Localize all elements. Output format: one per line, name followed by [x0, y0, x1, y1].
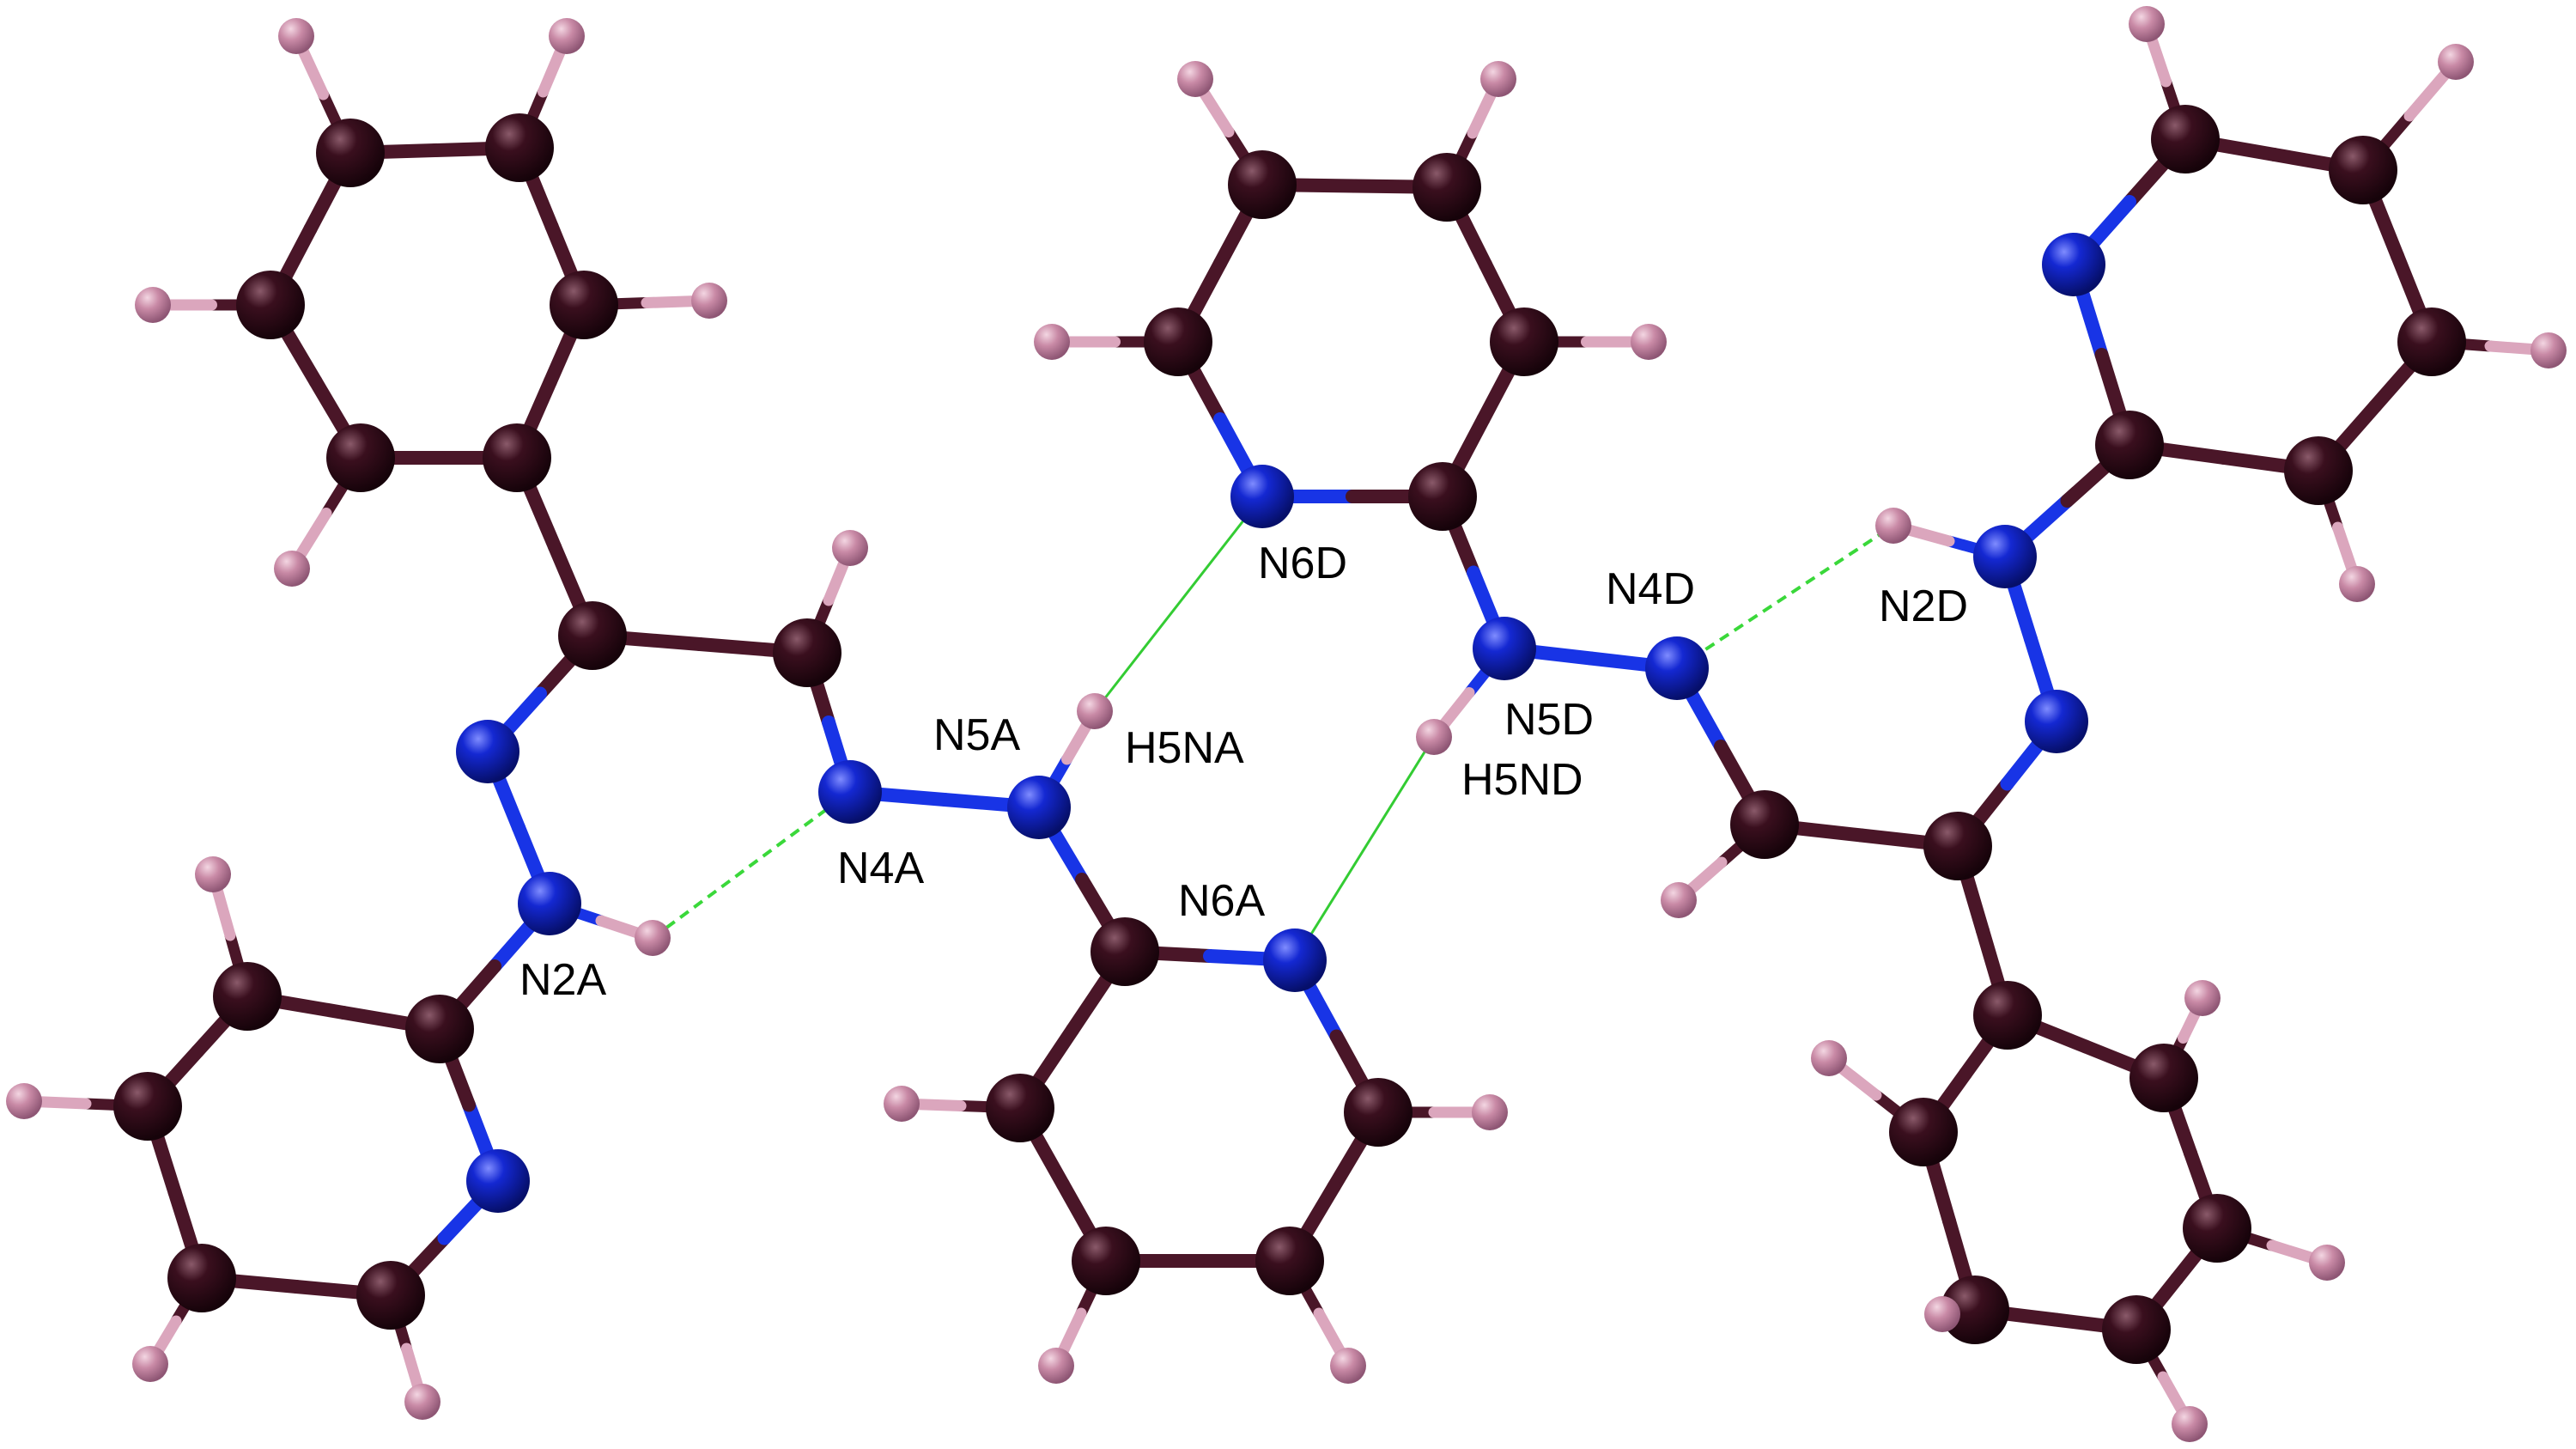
nitrogen-atom-dn4	[1645, 636, 1709, 700]
atom-labels: N2A N4A N5A H5NA N6A N6D N4D N5D H5ND N2…	[519, 539, 1968, 1005]
label-n6d: N6D	[1258, 539, 1347, 588]
carbon-atom-lpy5	[356, 1261, 425, 1330]
nitrogen-atom-an6	[1263, 928, 1327, 992]
carbon-atom-dc3	[1413, 153, 1481, 222]
carbon-atom-rp1	[1973, 981, 2042, 1050]
nitrogen-atom-ln2	[518, 872, 581, 935]
hydrogen-atom-lh2	[549, 18, 585, 54]
hbond-DH5N-AN6	[1293, 736, 1436, 961]
hydrogen-atom-dh2	[1177, 61, 1213, 97]
hydrogen-atom-rph3	[2172, 1406, 2208, 1442]
hydrogen-atom-lh1	[278, 18, 314, 54]
carbon-atom-rp2	[2129, 1044, 2198, 1112]
label-n5d: N5D	[1504, 695, 1594, 745]
hydrogen-atom-ah3	[1038, 1348, 1074, 1384]
carbon-atom-lp6	[236, 271, 305, 339]
hbond-DN4-RH2N	[1675, 524, 1895, 670]
carbon-atom-lc1	[558, 601, 627, 670]
nitrogen-atom-ln4	[818, 760, 882, 824]
carbon-atom-rpy3	[2397, 307, 2466, 376]
hydrogen-atom-rph1	[2339, 566, 2375, 602]
carbon-atom-lpy2	[213, 962, 282, 1031]
hydrogen-atom-dh1	[1034, 324, 1070, 360]
label-n4a: N4A	[837, 843, 924, 893]
carbon-atom-rpy5	[2151, 105, 2220, 174]
hydrogen-atom-lh5	[274, 551, 310, 587]
nitrogen-atom-ln1	[456, 720, 519, 783]
hydrogen-atom-dh3	[1480, 61, 1516, 97]
hydrogen-atom-rhc	[1661, 882, 1697, 918]
carbon-atom-lpy3	[113, 1072, 182, 1141]
hydrogen-atom-lph1	[195, 856, 231, 892]
hydrogen-atom-rph4	[2129, 6, 2165, 42]
hydrogen-atom-rph5	[1811, 1040, 1847, 1076]
nitrogen-atom-ln5	[1007, 776, 1071, 839]
carbon-atom-rc1	[1730, 790, 1799, 859]
hydrogen-atom-ah2	[1330, 1348, 1366, 1384]
carbon-atom-lpy1	[405, 995, 474, 1063]
carbon-atom-dc1	[1408, 462, 1477, 531]
hbond-LH5N-DN6	[1093, 496, 1264, 712]
carbon-atom-rpy2	[2284, 436, 2353, 505]
carbon-atom-lp2	[485, 113, 554, 182]
nitrogen-atom-dn5	[1473, 617, 1536, 680]
hydrogen-atom-rph3	[2438, 44, 2474, 80]
carbon-atom-dc4	[1228, 150, 1297, 219]
hydrogen-atom-lph3	[132, 1346, 168, 1382]
label-h5nd: H5ND	[1461, 755, 1583, 805]
nitrogen-atom-lpy6	[466, 1149, 530, 1213]
hbond-LH2N-LN4	[651, 790, 852, 940]
carbon-atom-lp4	[483, 423, 551, 492]
hydrogen-atom-lhc	[832, 530, 868, 566]
label-n2d: N2D	[1879, 581, 1968, 631]
nitrogen-atom-rn2	[1973, 525, 2037, 588]
carbon-atom-rc2	[1923, 812, 1992, 880]
hydrogen-atom-rph2	[2530, 332, 2567, 368]
carbon-atom-ac1	[1091, 917, 1159, 986]
label-n6a: N6A	[1178, 876, 1265, 926]
hydrogen-atom-ah4	[884, 1086, 920, 1122]
hydrogen-atom-rph2	[2309, 1245, 2345, 1281]
carbon-atom-rpy4	[2329, 136, 2397, 204]
hydrogen-atom-dh5n	[1416, 719, 1452, 755]
carbon-atom-dc5	[1144, 307, 1212, 376]
hydrogen-atom-lh2n	[635, 920, 671, 956]
carbon-atom-ac4	[1072, 1227, 1140, 1295]
hydrogen-atom-dh4	[1631, 324, 1667, 360]
label-n4d: N4D	[1606, 564, 1695, 614]
label-h5na: H5NA	[1125, 723, 1244, 773]
hydrogen-atom-lh3	[691, 283, 727, 319]
nitrogen-atom-dn6	[1230, 465, 1294, 528]
carbon-atom-lc2	[773, 618, 841, 687]
carbon-atom-lp5	[326, 423, 395, 492]
carbon-atom-ac2	[1344, 1078, 1413, 1147]
nitrogen-atom-rn3	[2025, 690, 2088, 753]
carbon-atom-ac3	[1255, 1227, 1324, 1295]
hydrogen-atom-lh5n	[1077, 693, 1113, 729]
hydrogen-atom-ah1	[1472, 1094, 1508, 1130]
hydrogen-atom-lh4	[135, 287, 171, 323]
carbon-atom-rp6	[1889, 1098, 1958, 1166]
carbon-atom-rp3	[2183, 1194, 2251, 1263]
carbon-atom-rpy1	[2095, 411, 2164, 479]
hydrogen-atom-rph1	[2184, 980, 2221, 1016]
carbon-atom-rp5	[1941, 1275, 2009, 1344]
hydrogen-bonds	[651, 496, 1895, 961]
carbon-atom-lp1	[316, 119, 385, 187]
carbon-atom-lpy4	[167, 1244, 236, 1312]
hydrogen-atom-rh2n	[1875, 508, 1911, 544]
covalent-bonds	[18, 18, 2555, 1430]
label-n5a: N5A	[933, 710, 1020, 760]
carbon-atom-lp3	[550, 271, 618, 339]
carbon-atom-rp4	[2102, 1295, 2171, 1364]
atoms	[6, 6, 2567, 1442]
hydrogen-atom-lph2	[6, 1083, 42, 1119]
nitrogen-atom-rpy6	[2042, 233, 2105, 296]
carbon-atom-ac5	[986, 1074, 1054, 1142]
hydrogen-atom-lph4	[404, 1384, 440, 1420]
label-n2a: N2A	[519, 955, 606, 1005]
hydrogen-atom-rph4	[1924, 1296, 1960, 1332]
carbon-atom-dc2	[1490, 307, 1558, 376]
